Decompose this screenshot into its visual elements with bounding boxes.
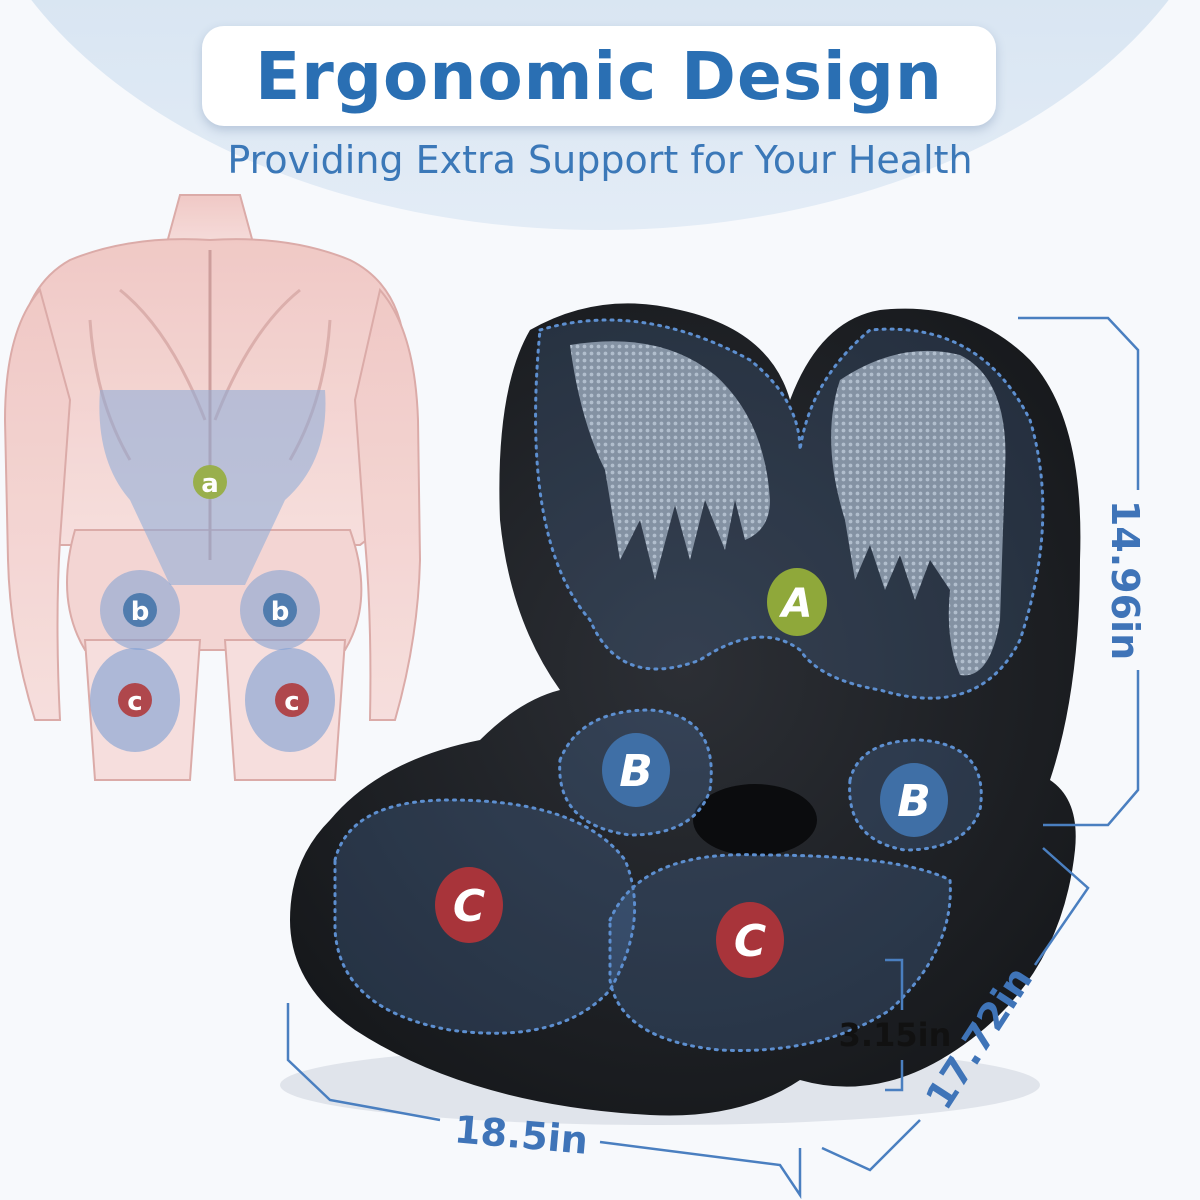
page-subtitle: Providing Extra Support for Your Health [227, 138, 973, 182]
body-label-a: a [201, 469, 219, 499]
cushion: A B B C C [280, 303, 1081, 1125]
dimension-thickness-line [885, 958, 904, 1010]
body-label-b-right: b [271, 597, 290, 627]
body-label-c-right: c [284, 687, 299, 717]
dimension-width-line [286, 1003, 441, 1122]
cushion-mesh-left [570, 341, 770, 580]
cushion-label-c-left: C [453, 881, 485, 932]
body-arm-left [3, 287, 72, 721]
dimension-height-label: 14.96in [1103, 500, 1147, 660]
dimension-thickness-label: 3.15in [839, 1016, 952, 1054]
cushion-mesh-right [831, 350, 1006, 676]
dimension-height-line [1018, 316, 1140, 490]
page-title: Ergonomic Design [255, 37, 943, 115]
dimension-lines [286, 316, 1140, 1200]
body-arm-right [353, 287, 422, 721]
title-banner: Ergonomic Design [202, 26, 996, 126]
cushion-label-c-right: C [734, 916, 766, 967]
body-label-c-left: c [127, 687, 142, 717]
body-diagram: a b b c c [3, 194, 422, 781]
body-label-b-left: b [131, 597, 150, 627]
cushion-coccyx-cutout [693, 784, 817, 856]
cushion-label-b-left: B [619, 746, 653, 797]
dimension-depth-line [1033, 847, 1090, 966]
cushion-label-a: A [779, 581, 813, 627]
cushion-label-b-right: B [897, 776, 931, 827]
cushion-zone-a [534, 318, 1045, 700]
